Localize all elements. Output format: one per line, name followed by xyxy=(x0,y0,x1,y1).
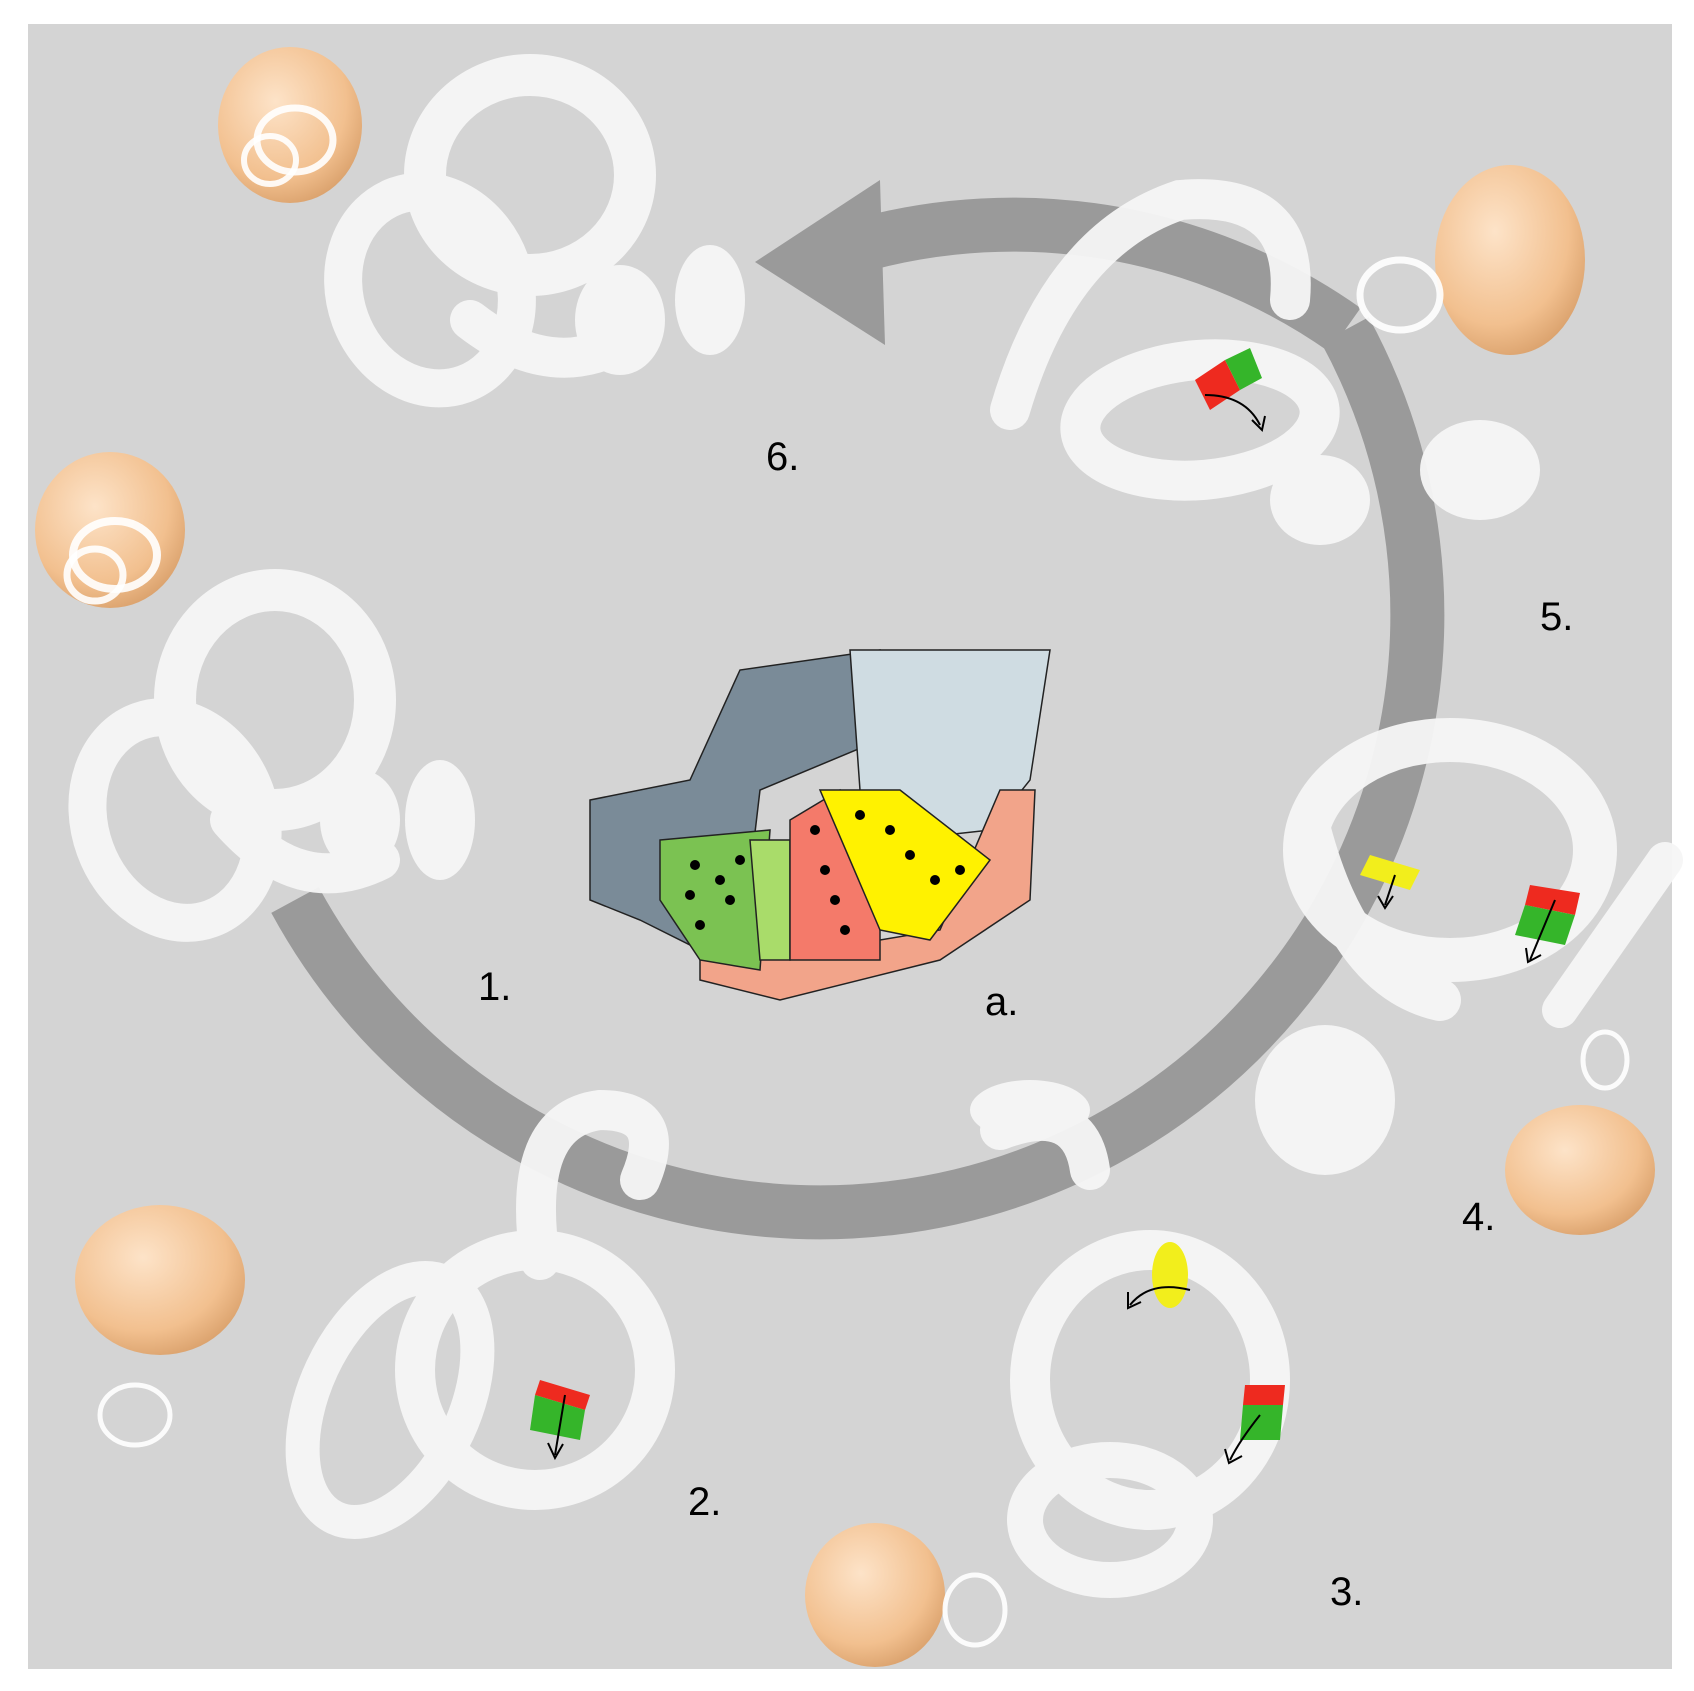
cochlea-cross-section xyxy=(589,649,1051,1001)
head-icon-step-2 xyxy=(75,1205,245,1448)
center-label: a. xyxy=(985,980,1018,1024)
labyrinth-step-2 xyxy=(285,1089,675,1540)
step-label-5: 5. xyxy=(1540,595,1573,639)
head-icon-step-3 xyxy=(805,1523,1008,1667)
head-icon-step-6 xyxy=(218,47,362,203)
labyrinth-step-6 xyxy=(324,54,745,408)
region-yellow xyxy=(818,789,992,941)
otolith-marker-step-2 xyxy=(530,1380,590,1461)
head-icon-step-4 xyxy=(1505,1029,1655,1235)
hair-cell-dots xyxy=(685,810,965,935)
head-icon-step-1 xyxy=(35,452,185,608)
labyrinth-step-5 xyxy=(990,179,1540,545)
cycle-arrowhead xyxy=(755,180,885,345)
head-icon-step-5 xyxy=(1356,165,1585,355)
step-label-1: 1. xyxy=(478,965,511,1009)
region-green xyxy=(659,829,771,971)
step-label-6: 6. xyxy=(766,435,799,479)
otolith-marker-step-3 xyxy=(1127,1242,1285,1465)
otolith-marker-step-5 xyxy=(1195,348,1266,433)
step-label-3: 3. xyxy=(1330,1570,1363,1614)
step-label-2: 2. xyxy=(688,1480,721,1524)
otolith-marker-step-4 xyxy=(1360,855,1580,964)
labyrinth-step-4 xyxy=(1255,718,1683,1175)
labyrinth-step-1 xyxy=(68,569,475,942)
step-label-4: 4. xyxy=(1462,1195,1495,1239)
labyrinth-step-3 xyxy=(970,1080,1290,1598)
